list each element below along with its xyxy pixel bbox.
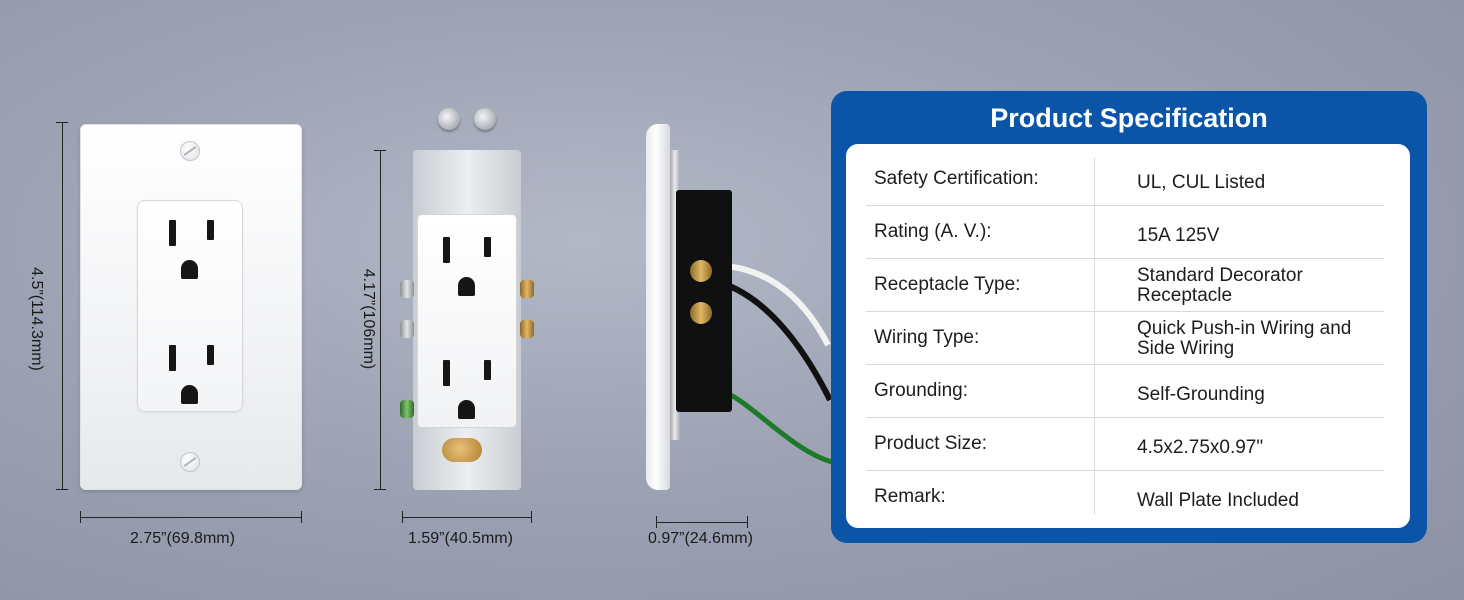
spec-row: Safety Certification: UL, CUL Listed <box>866 152 1384 206</box>
tick <box>531 511 532 523</box>
ground-hole <box>458 277 475 296</box>
spec-key: Remark: <box>874 486 946 507</box>
plate-screw-bottom <box>180 452 200 472</box>
side-wall-plate <box>646 124 670 490</box>
spec-table: Safety Certification: UL, CUL Listed Rat… <box>846 144 1410 528</box>
brass-terminal-icon <box>690 260 712 282</box>
tick <box>656 516 657 528</box>
spec-value: Wall Plate Included <box>1137 490 1299 511</box>
side-receptacle-body <box>676 190 732 412</box>
ground-hole <box>458 400 475 419</box>
spec-value: 15A 125V <box>1137 225 1220 246</box>
slot <box>484 360 491 380</box>
tick <box>56 489 68 490</box>
slot <box>443 237 450 263</box>
spec-value: Standard Decorator Receptacle <box>1137 265 1303 306</box>
plate-height-line <box>62 122 63 490</box>
tick <box>56 122 68 123</box>
spec-value: UL, CUL Listed <box>1137 172 1266 193</box>
silver-terminal-icon <box>400 320 414 338</box>
spec-row: Receptacle Type: Standard Decorator Rece… <box>866 258 1384 312</box>
receptacle-width-label: 1.59”(40.5mm) <box>408 530 513 547</box>
spec-row: Product Size: 4.5x2.75x0.97" <box>866 417 1384 471</box>
slot <box>169 345 176 371</box>
plate-height-label: 4.5”(114.3mm) <box>27 267 45 371</box>
side-strap <box>670 150 680 440</box>
spec-key: Wiring Type: <box>874 327 980 348</box>
spec-value: Quick Push-in Wiring and Side Wiring <box>1137 318 1352 359</box>
spec-row: Wiring Type: Quick Push-in Wiring and Si… <box>866 311 1384 365</box>
depth-line <box>656 522 748 523</box>
receptacle-height-label: 4.17”(106mm) <box>360 268 378 370</box>
mounting-screw-icon <box>438 108 460 130</box>
spec-key: Receptacle Type: <box>874 274 1021 295</box>
brass-terminal-icon <box>520 320 534 338</box>
brass-terminal-icon <box>690 302 712 324</box>
green-wire <box>719 387 833 465</box>
tick <box>747 516 748 528</box>
tick <box>374 489 386 490</box>
ground-terminal-icon <box>400 400 414 418</box>
column-divider <box>1094 158 1095 514</box>
spec-row: Rating (A. V.): 15A 125V <box>866 205 1384 259</box>
slot <box>443 360 450 386</box>
spec-key: Safety Certification: <box>874 168 1039 189</box>
receptacle-height-line <box>380 150 381 490</box>
tick <box>301 511 302 523</box>
spec-key: Product Size: <box>874 433 987 454</box>
slot <box>207 345 214 365</box>
spec-value: 4.5x2.75x0.97" <box>1137 437 1264 458</box>
slot <box>207 220 214 240</box>
slot <box>169 220 176 246</box>
plate-width-label: 2.75”(69.8mm) <box>130 530 235 547</box>
wall-plate-image <box>80 124 302 490</box>
slot <box>484 237 491 257</box>
receptacle-body <box>418 215 516 427</box>
spec-title: Product Specification <box>990 103 1268 133</box>
receptacle-width-line <box>402 517 532 518</box>
silver-terminal-icon <box>400 280 414 298</box>
plate-outlet-face <box>137 200 243 412</box>
spec-panel: Product Specification Safety Certificati… <box>831 91 1427 543</box>
spec-key: Grounding: <box>874 380 969 401</box>
depth-label: 0.97”(24.6mm) <box>648 530 753 547</box>
spec-row: Remark: Wall Plate Included <box>866 470 1384 523</box>
plate-screw-top <box>180 141 200 161</box>
tick <box>374 150 386 151</box>
mounting-screw-icon <box>474 108 496 130</box>
ground-hole <box>181 385 198 404</box>
spec-row: Grounding: Self-Grounding <box>866 364 1384 418</box>
spec-value: Self-Grounding <box>1137 384 1265 405</box>
tick <box>80 511 81 523</box>
plate-width-line <box>80 517 302 518</box>
ground-screw-icon <box>442 438 482 462</box>
ground-hole <box>181 260 198 279</box>
spec-key: Rating (A. V.): <box>874 221 992 242</box>
tick <box>402 511 403 523</box>
brass-terminal-icon <box>520 280 534 298</box>
